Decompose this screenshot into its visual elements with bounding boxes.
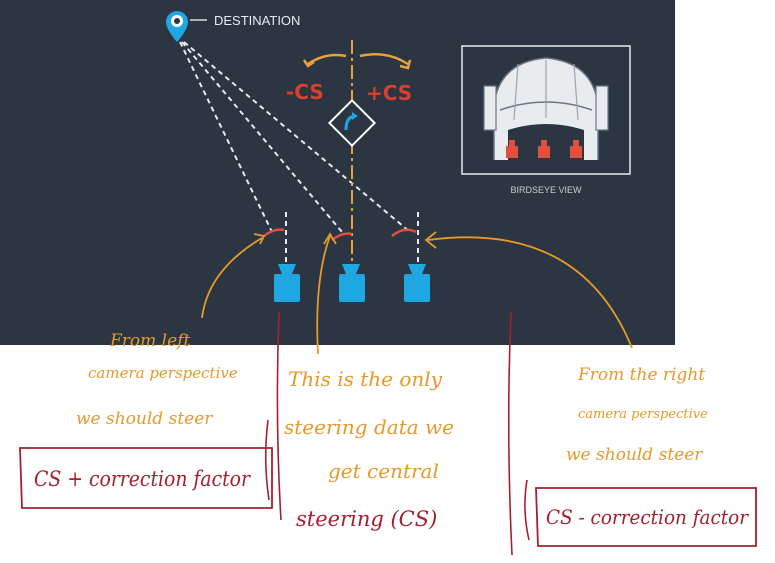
left-note-line-3: we should steer bbox=[76, 409, 213, 429]
sight-lines bbox=[179, 41, 419, 262]
right-curve-arrow-icon bbox=[359, 53, 409, 66]
left-annotation: From left camera perspective we should s… bbox=[76, 331, 238, 429]
minus-cs-label: -CS bbox=[286, 80, 324, 104]
birdseye-label: BIRDSEYE VIEW bbox=[510, 185, 582, 195]
center-note-line-2: steering data we bbox=[284, 415, 454, 439]
annotation-arrows bbox=[201, 231, 633, 355]
right-camera-icon bbox=[404, 264, 430, 302]
right-note-line-3: we should steer bbox=[566, 445, 703, 465]
right-formula: CS - correction factor bbox=[546, 505, 749, 529]
center-note-line-1: This is the only bbox=[288, 367, 443, 391]
center-note-line-4: steering (CS) bbox=[296, 507, 437, 531]
destination-label: DESTINATION bbox=[214, 13, 300, 28]
right-note-line-1: From the right bbox=[577, 365, 705, 385]
left-formula-box bbox=[19, 447, 273, 509]
left-formula: CS + correction factor bbox=[34, 467, 252, 491]
turn-sign-icon bbox=[327, 98, 377, 148]
birdseye-view-inset bbox=[461, 45, 631, 175]
right-annotation: From the right camera perspective we sho… bbox=[566, 365, 708, 465]
center-annotation: This is the only steering data we get ce… bbox=[284, 367, 454, 483]
right-note-line-2: camera perspective bbox=[578, 407, 708, 422]
center-annotation-arrow bbox=[316, 235, 331, 355]
left-annotation-arrow bbox=[201, 237, 263, 319]
diagram-panel bbox=[0, 0, 675, 345]
mini-cameras bbox=[506, 140, 582, 158]
column-dividers bbox=[264, 311, 530, 556]
cameras bbox=[274, 264, 430, 302]
destination-pin-icon bbox=[166, 11, 188, 42]
plus-cs-label: +CS bbox=[366, 81, 412, 105]
left-camera-icon bbox=[274, 264, 300, 302]
center-camera-icon bbox=[339, 264, 365, 302]
right-annotation-arrow bbox=[427, 236, 633, 349]
left-note-line-2: camera perspective bbox=[88, 364, 238, 382]
left-note-line-1: From left bbox=[109, 331, 190, 351]
right-formula-box bbox=[535, 487, 757, 547]
center-note-line-3: get central bbox=[328, 459, 439, 483]
left-curve-arrow-icon bbox=[307, 53, 347, 66]
